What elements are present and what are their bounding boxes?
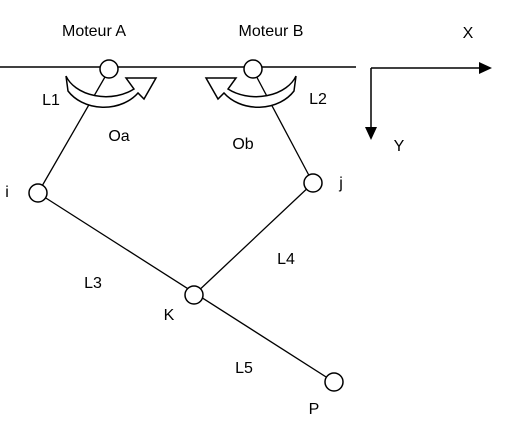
- y-axis-label: Y: [394, 138, 405, 155]
- angle-ob-label: Ob: [232, 136, 253, 153]
- joints: [28, 59, 344, 392]
- motor-b-label: Moteur B: [239, 23, 304, 40]
- joint-motor-b: [243, 59, 263, 79]
- link-l2-label: L2: [309, 91, 327, 108]
- x-axis-arrowhead: [479, 62, 492, 74]
- joint-j: [303, 173, 323, 193]
- link-l1: [37, 69, 110, 194]
- joint-k-label: K: [164, 307, 175, 324]
- joint-i-label: i: [5, 184, 9, 201]
- joint-i: [28, 183, 48, 203]
- labels: Moteur A Moteur B X Y L1 L2 Oa Ob i j L3…: [5, 23, 473, 418]
- joint-j-label: j: [338, 175, 343, 192]
- link-l4-label: L4: [277, 251, 295, 268]
- motor-a-label: Moteur A: [62, 23, 126, 40]
- y-axis-arrowhead: [365, 127, 377, 140]
- joint-p: [324, 372, 344, 392]
- joint-k: [184, 285, 204, 305]
- link-l5-label: L5: [235, 360, 253, 377]
- link-l2: [252, 69, 314, 184]
- link-l3-l5: [37, 192, 335, 383]
- link-l3-label: L3: [84, 275, 102, 292]
- link-l4: [193, 182, 314, 296]
- link-l1-label: L1: [42, 92, 60, 109]
- x-axis-label: X: [463, 25, 474, 42]
- joint-p-label: P: [309, 401, 320, 418]
- linkage-bars: [37, 69, 335, 383]
- joint-motor-a: [99, 59, 119, 79]
- motor-b-rotation-arrow: [204, 75, 297, 108]
- axis-system: [365, 62, 492, 140]
- motor-a-rotation-arrow: [65, 75, 158, 108]
- angle-oa-label: Oa: [108, 128, 129, 145]
